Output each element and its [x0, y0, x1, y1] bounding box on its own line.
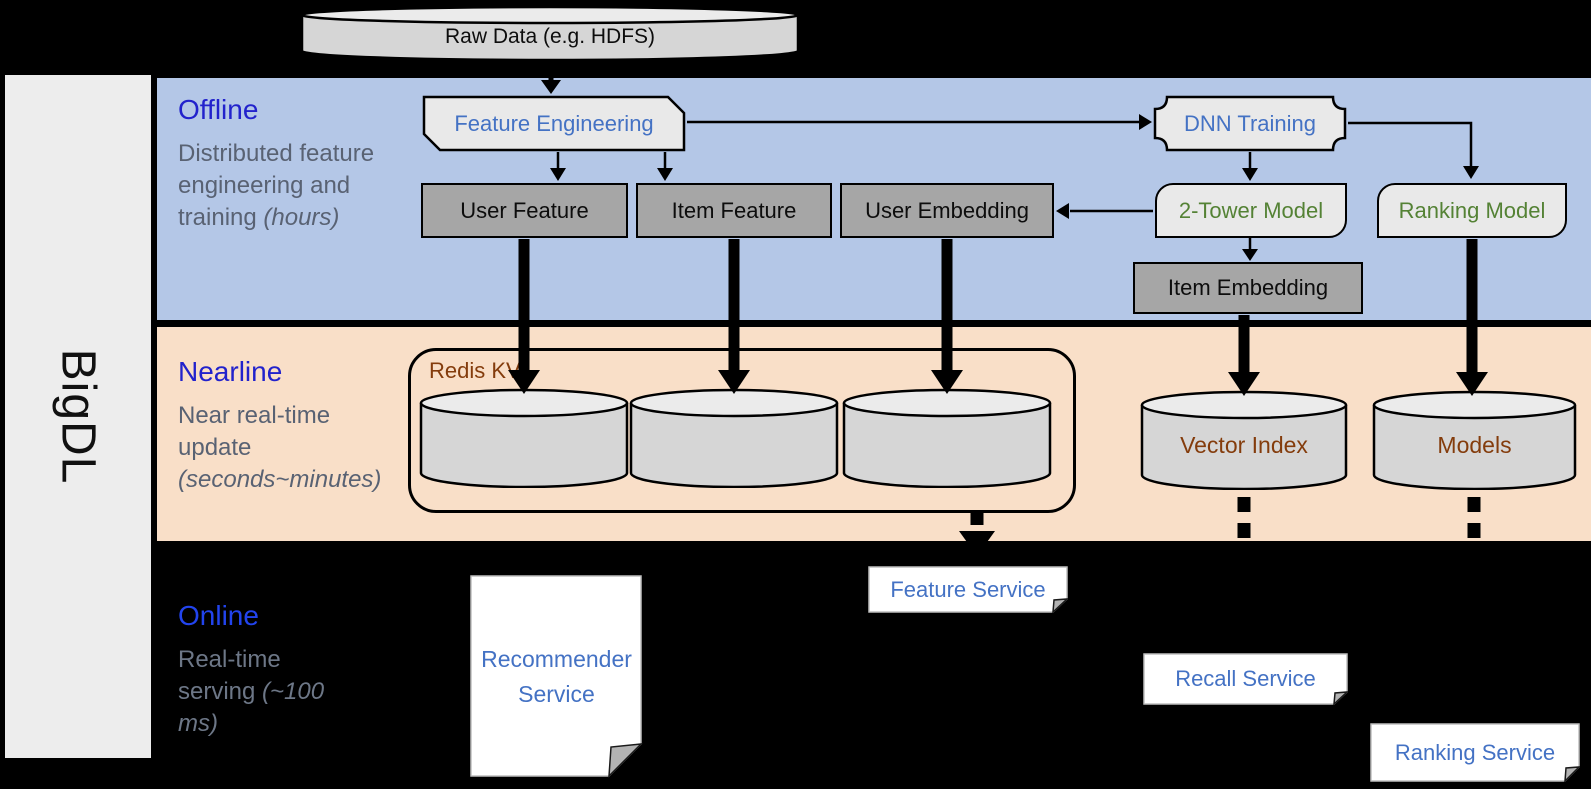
redis-kv-label: Redis KV	[429, 358, 521, 383]
dnn-training-node: DNN Training	[1153, 95, 1347, 152]
document-shape-icon	[470, 575, 643, 778]
bigdl-sidebar: BigDL	[5, 75, 151, 758]
redis-cylinder-3	[842, 388, 1052, 488]
ranking-service-label: Ranking Service	[1394, 739, 1556, 765]
recommender-service-node: Recommender Service	[470, 575, 643, 778]
models-label: Models	[1437, 431, 1512, 458]
bigdl-label: BigDL	[51, 348, 105, 485]
offline-description: Distributed feature engineering and trai…	[178, 140, 375, 231]
recall-service-label: Recall Service	[1175, 666, 1316, 691]
feature-engineering-label: Feature Engineering	[454, 110, 654, 136]
document-shape-icon	[1143, 653, 1348, 705]
online-title: Online	[178, 600, 259, 631]
document-shape-icon	[868, 566, 1068, 613]
ranking-model-label: Ranking Model	[1398, 197, 1546, 223]
offline-title: Offline	[178, 94, 259, 125]
item-embedding-label: Item Embedding	[1167, 275, 1329, 300]
vector-index-cylinder: Vector Index	[1140, 390, 1348, 490]
recommender-service-label: Recommender Service	[481, 646, 632, 707]
plaque-shape-icon	[1153, 95, 1347, 152]
dnn-training-label: DNN Training	[1183, 110, 1317, 136]
vector-index-label: Vector Index	[1180, 431, 1308, 458]
ranking-service-node: Ranking Service	[1370, 723, 1580, 782]
cylinder-icon	[419, 388, 629, 488]
item-feature-node: Item Feature	[636, 183, 832, 238]
feature-service-node: Feature Service	[868, 566, 1068, 613]
models-cylinder: Models	[1372, 390, 1577, 490]
two-tower-model-label: 2-Tower Model	[1178, 197, 1324, 223]
raw-data-cylinder: Raw Data (e.g. HDFS)	[300, 4, 800, 62]
redis-kv-container: Redis KV	[408, 348, 1076, 513]
user-embedding-node: User Embedding	[840, 183, 1054, 238]
cylinder-icon	[1140, 390, 1348, 490]
item-feature-label: Item Feature	[671, 197, 797, 223]
cylinder-icon	[629, 388, 839, 488]
feature-service-label: Feature Service	[890, 576, 1046, 602]
raw-data-label: Raw Data (e.g. HDFS)	[444, 25, 656, 48]
document-shape-icon	[1370, 723, 1580, 782]
user-feature-node: User Feature	[421, 183, 628, 238]
redis-cylinder-1	[419, 388, 629, 488]
cylinder-icon	[1372, 390, 1577, 490]
snip-corner-shape-icon	[422, 95, 686, 152]
item-embedding-node: Item Embedding	[1133, 262, 1363, 314]
cylinder-icon	[842, 388, 1052, 488]
two-tower-model-node: 2-Tower Model	[1155, 183, 1347, 238]
ranking-model-node: Ranking Model	[1377, 183, 1567, 238]
redis-cylinder-2	[629, 388, 839, 488]
online-description: Real-time serving (~100 ms)	[178, 646, 325, 737]
cylinder-icon	[300, 5, 800, 62]
recall-service-node: Recall Service	[1143, 653, 1348, 705]
feature-engineering-node: Feature Engineering	[422, 95, 686, 152]
user-embedding-label: User Embedding	[865, 197, 1029, 223]
nearline-description: Near real-time update (seconds~minutes)	[178, 402, 382, 493]
user-feature-label: User Feature	[460, 197, 589, 223]
nearline-title: Nearline	[178, 356, 283, 387]
